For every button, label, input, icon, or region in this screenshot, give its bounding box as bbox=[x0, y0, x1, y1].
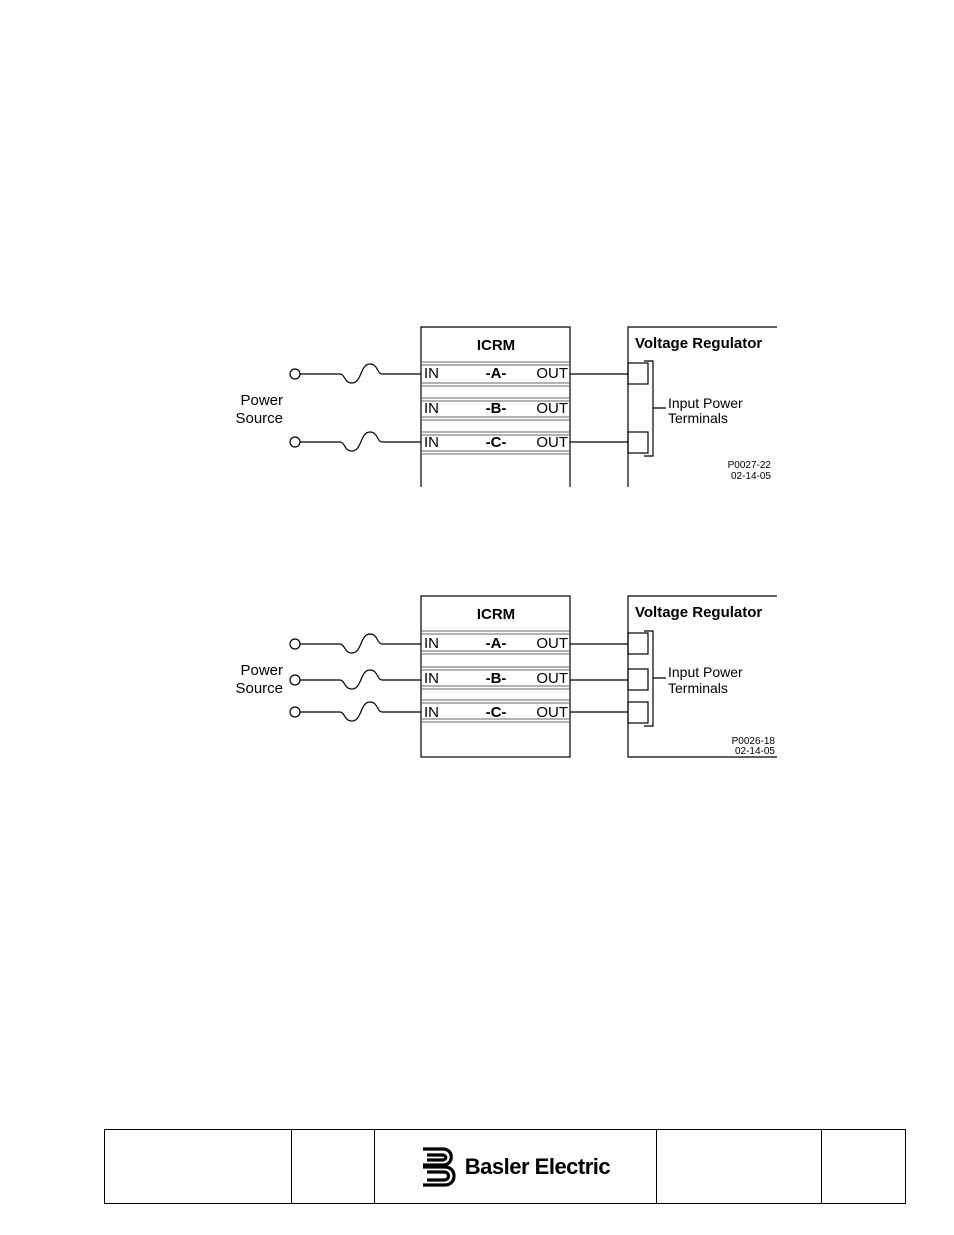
footer-cell-1 bbox=[105, 1130, 292, 1203]
row-b-phase: -B- bbox=[486, 400, 507, 417]
row-b-phase: -B- bbox=[486, 670, 507, 687]
row-c-in: IN bbox=[424, 704, 439, 721]
row-b-out: OUT bbox=[536, 670, 568, 687]
source-terminal-1 bbox=[289, 368, 301, 380]
input-power-terminals-label-1: Input Power bbox=[668, 395, 743, 411]
row-a-phase: -A- bbox=[486, 365, 507, 382]
voltage-regulator-title: Voltage Regulator bbox=[635, 335, 762, 352]
input-terminal-3 bbox=[627, 701, 649, 724]
diagram-1: ICRM IN -A- OUT IN -B- OUT IN -C- OUT Po… bbox=[235, 326, 777, 487]
row-c-in: IN bbox=[424, 434, 439, 451]
power-source-label-2: Source bbox=[235, 680, 283, 697]
footer-cell-5 bbox=[822, 1130, 905, 1203]
voltage-regulator-title: Voltage Regulator bbox=[635, 604, 762, 621]
fuse-wire-c bbox=[300, 431, 421, 452]
basler-b-icon bbox=[422, 1146, 456, 1187]
fuse-wire-c bbox=[300, 701, 421, 722]
row-c-out: OUT bbox=[536, 704, 568, 721]
row-b-out: OUT bbox=[536, 400, 568, 417]
power-source-label-2: Source bbox=[235, 410, 283, 427]
source-terminal-1 bbox=[289, 638, 301, 650]
source-terminal-3 bbox=[289, 706, 301, 718]
row-a-in: IN bbox=[424, 635, 439, 652]
icrm-box bbox=[420, 595, 571, 758]
logo-text: Basler Electric bbox=[464, 1153, 611, 1179]
drawing-date: 02-14-05 bbox=[735, 746, 775, 757]
icrm-title: ICRM bbox=[477, 606, 515, 623]
row-c-phase: -C- bbox=[486, 434, 507, 451]
input-terminal-2 bbox=[627, 668, 649, 691]
diagram-2: ICRM IN -A- OUT IN -B- OUT IN -C- OUT Po… bbox=[235, 595, 777, 758]
row-separators bbox=[421, 630, 570, 723]
input-terminal-1 bbox=[627, 632, 649, 655]
row-c-out: OUT bbox=[536, 434, 568, 451]
fuse-wire-a bbox=[300, 363, 421, 384]
part-number: P0027-22 bbox=[728, 460, 772, 471]
row-separators bbox=[421, 361, 570, 455]
power-source-label-1: Power bbox=[240, 662, 283, 679]
input-terminal-2 bbox=[627, 431, 649, 454]
terminals-bracket bbox=[644, 630, 666, 727]
part-number: P0026-18 bbox=[732, 736, 776, 747]
source-terminal-2 bbox=[289, 674, 301, 686]
input-power-terminals-label-1: Input Power bbox=[668, 664, 743, 680]
input-terminal-1 bbox=[627, 362, 649, 385]
row-a-out: OUT bbox=[536, 365, 568, 382]
row-a-in: IN bbox=[424, 365, 439, 382]
footer-table: Basler Electric bbox=[104, 1129, 906, 1204]
row-a-out: OUT bbox=[536, 635, 568, 652]
icrm-title: ICRM bbox=[477, 337, 515, 354]
source-terminal-2 bbox=[289, 436, 301, 448]
fuse-wire-a bbox=[300, 633, 421, 654]
icrm-box bbox=[420, 326, 571, 487]
footer-cell-2 bbox=[292, 1130, 376, 1203]
input-power-terminals-label-2: Terminals bbox=[668, 410, 728, 426]
footer-cell-4 bbox=[657, 1130, 823, 1203]
drawing-date: 02-14-05 bbox=[731, 471, 771, 482]
terminals-bracket bbox=[644, 360, 666, 457]
row-b-in: IN bbox=[424, 400, 439, 417]
footer-logo-cell: Basler Electric bbox=[375, 1130, 657, 1203]
row-c-phase: -C- bbox=[486, 704, 507, 721]
fuse-wire-b bbox=[300, 669, 421, 690]
power-source-label-1: Power bbox=[240, 392, 283, 409]
row-b-in: IN bbox=[424, 670, 439, 687]
row-a-phase: -A- bbox=[486, 635, 507, 652]
input-power-terminals-label-2: Terminals bbox=[668, 680, 728, 696]
